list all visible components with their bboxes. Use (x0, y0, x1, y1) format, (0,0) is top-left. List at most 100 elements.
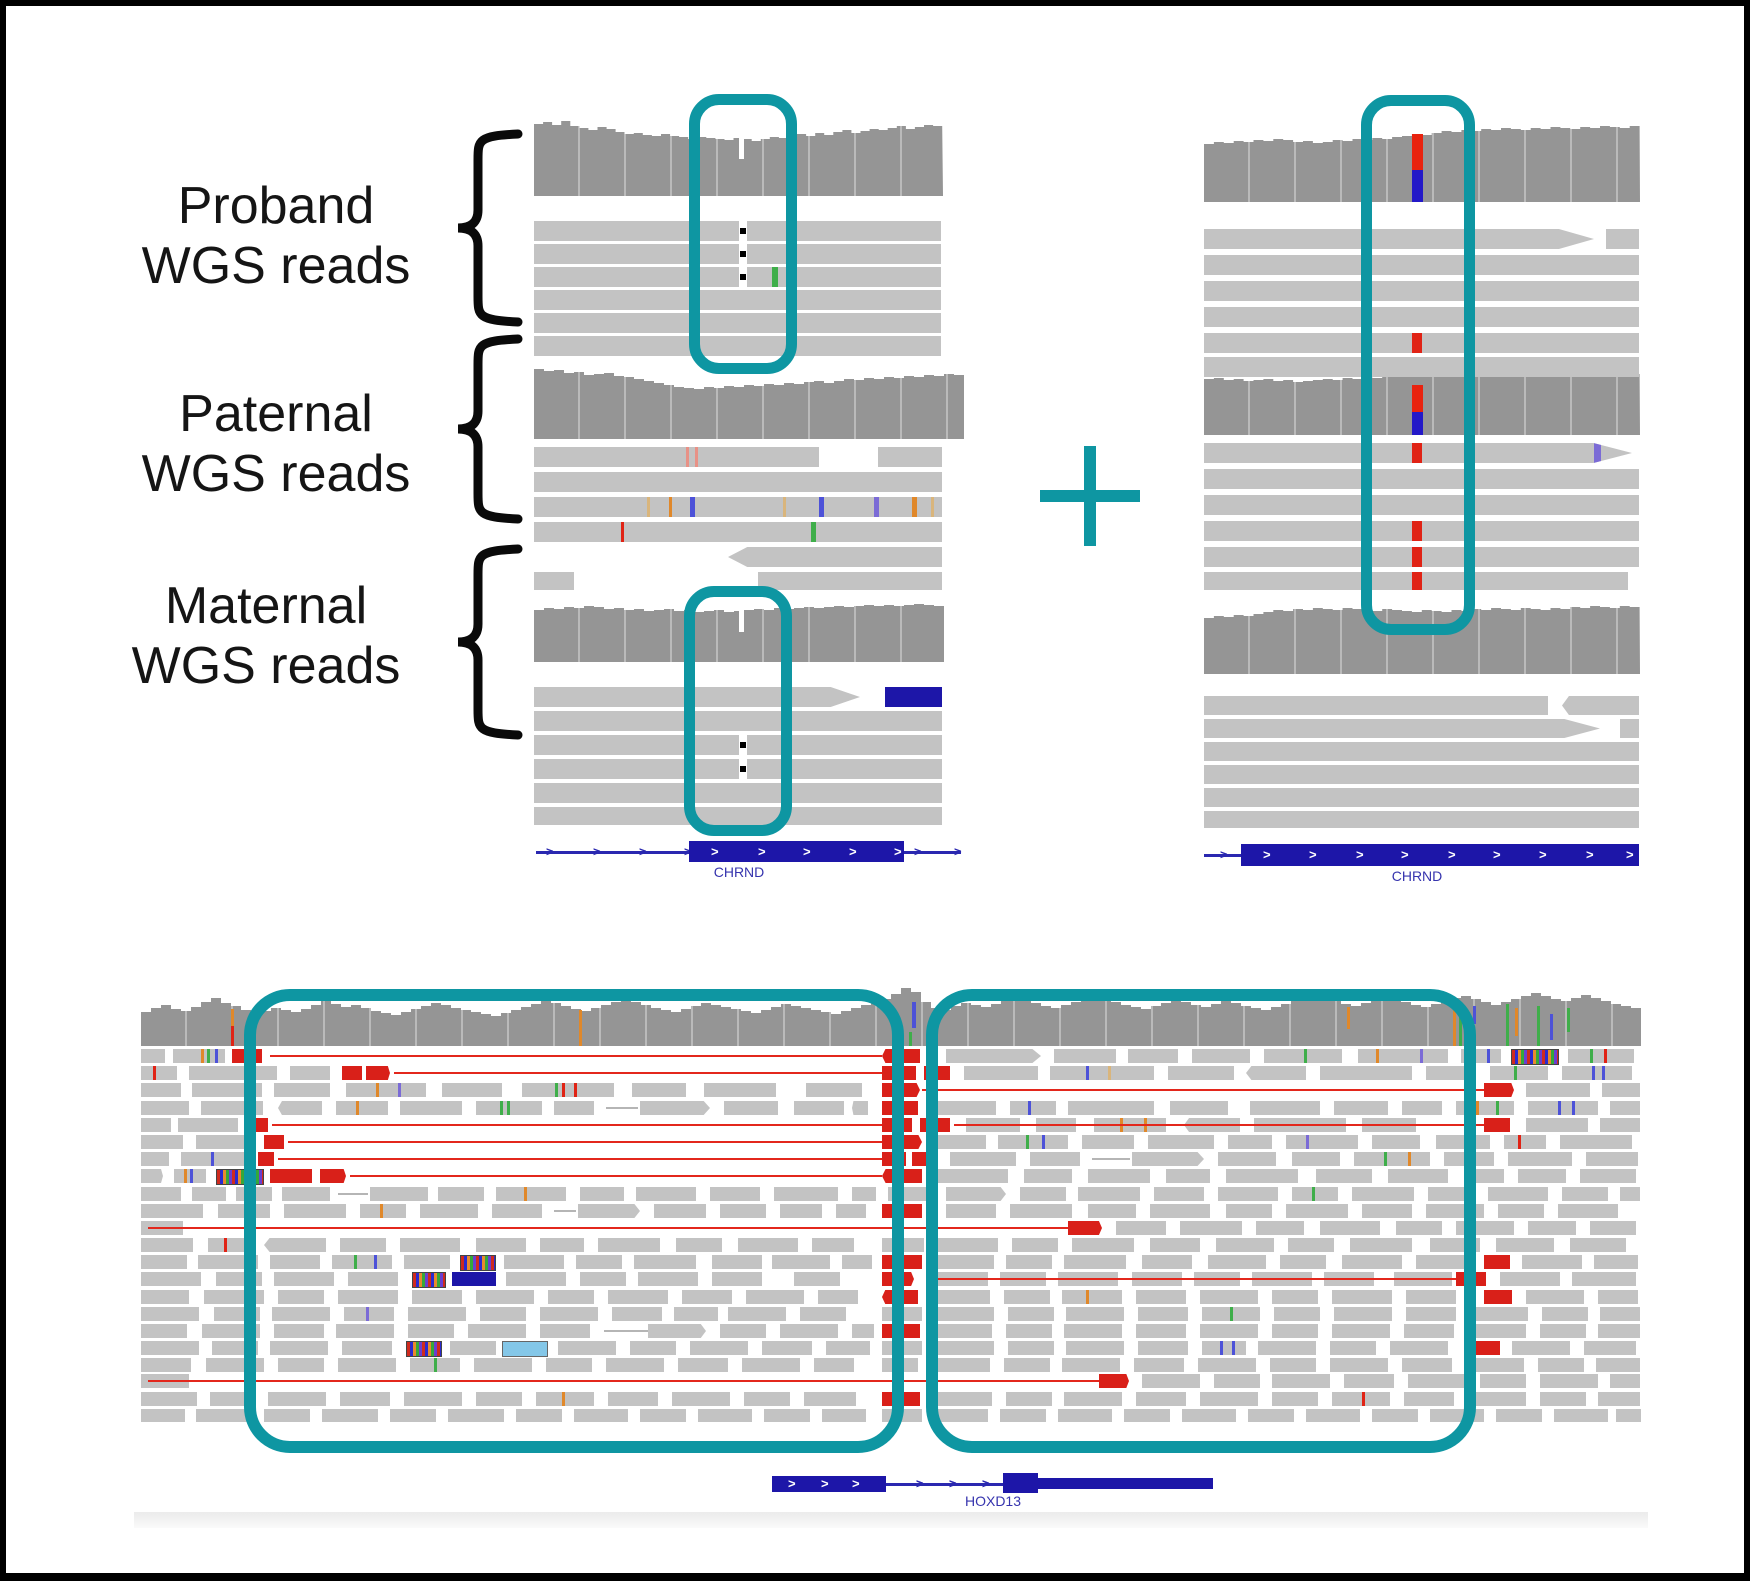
read-segment[interactable] (1072, 1238, 1134, 1252)
read-segment[interactable] (1396, 1221, 1442, 1235)
read-segment[interactable] (1286, 1135, 1358, 1149)
read-segment[interactable] (758, 572, 942, 590)
read-segment[interactable] (1280, 1255, 1326, 1269)
read-segment[interactable] (1246, 1066, 1306, 1080)
read-segment[interactable] (1228, 1135, 1272, 1149)
read-segment[interactable] (1198, 1358, 1256, 1372)
read-segment[interactable] (406, 1341, 442, 1357)
read-segment[interactable] (1150, 1204, 1210, 1218)
read-segment[interactable] (1192, 1049, 1250, 1063)
read-segment[interactable] (1320, 1066, 1412, 1080)
read-segment[interactable] (173, 1049, 225, 1063)
read-segment[interactable] (1148, 1135, 1214, 1149)
read-segment[interactable] (1508, 1152, 1572, 1166)
read-segment[interactable] (534, 290, 941, 310)
read-segment[interactable] (936, 1255, 994, 1269)
read-segment[interactable] (636, 1187, 696, 1201)
read-segment[interactable] (1436, 1135, 1490, 1149)
read-segment[interactable] (540, 1238, 584, 1252)
read-segment[interactable] (1208, 1255, 1266, 1269)
read-segment[interactable] (450, 1341, 496, 1355)
read-segment[interactable] (1204, 742, 1639, 761)
read-segment[interactable] (1226, 1204, 1272, 1218)
read-segment[interactable] (338, 1358, 396, 1372)
read-segment[interactable] (1484, 1255, 1510, 1269)
read-segment[interactable] (1480, 1374, 1526, 1388)
read-segment[interactable] (1292, 1187, 1338, 1201)
read-segment[interactable] (704, 1083, 776, 1097)
read-segment[interactable] (630, 1341, 676, 1355)
read-segment[interactable] (720, 1324, 766, 1338)
read-segment[interactable] (141, 1290, 189, 1304)
read-segment[interactable] (1286, 1204, 1348, 1218)
read-segment[interactable] (348, 1272, 398, 1286)
read-segment[interactable] (474, 1358, 532, 1372)
read-segment[interactable] (1468, 1324, 1526, 1338)
read-segment[interactable] (476, 1290, 534, 1304)
read-segment[interactable] (1154, 1187, 1204, 1201)
read-segment[interactable] (1170, 1101, 1228, 1115)
read-segment[interactable] (780, 1204, 822, 1218)
read-segment[interactable] (141, 1238, 193, 1252)
read-segment[interactable] (738, 1238, 798, 1252)
read-segment[interactable] (1058, 1409, 1112, 1422)
read-segment[interactable] (950, 1152, 1016, 1166)
read-segment[interactable] (1218, 1152, 1276, 1166)
read-segment[interactable] (964, 1066, 1038, 1080)
read-segment[interactable] (1050, 1066, 1154, 1080)
read-segment[interactable] (1272, 1374, 1330, 1388)
read-segment[interactable] (534, 221, 739, 241)
read-segment[interactable] (1128, 1049, 1178, 1063)
read-segment[interactable] (1354, 1152, 1430, 1166)
read-segment[interactable] (574, 1409, 628, 1422)
read-segment[interactable] (480, 1307, 526, 1321)
read-segment[interactable] (1616, 1409, 1641, 1422)
read-segment[interactable] (836, 1204, 866, 1218)
read-segment[interactable] (1138, 1341, 1188, 1355)
read-segment[interactable] (932, 1358, 990, 1372)
read-segment[interactable] (336, 1101, 388, 1115)
read-segment[interactable] (676, 1238, 722, 1252)
read-segment[interactable] (1496, 1238, 1554, 1252)
read-segment[interactable] (814, 1358, 854, 1372)
read-segment[interactable] (698, 1409, 752, 1422)
read-segment[interactable] (1064, 1392, 1122, 1406)
read-segment[interactable] (1204, 572, 1628, 590)
read-segment[interactable] (1598, 1392, 1640, 1406)
read-segment[interactable] (534, 687, 860, 707)
read-segment[interactable] (460, 1255, 496, 1271)
read-segment[interactable] (522, 1083, 614, 1097)
read-segment[interactable] (1332, 1324, 1390, 1338)
read-segment[interactable] (744, 1392, 790, 1406)
read-segment[interactable] (540, 1324, 590, 1338)
read-segment[interactable] (278, 1358, 324, 1372)
read-segment[interactable] (1490, 1066, 1548, 1080)
read-segment[interactable] (1332, 1290, 1392, 1304)
proband-coverage-left[interactable] (534, 119, 943, 196)
read-segment[interactable] (1204, 229, 1594, 249)
read-segment[interactable] (141, 1152, 169, 1166)
read-segment[interactable] (1000, 1409, 1046, 1422)
read-segment[interactable] (534, 711, 942, 731)
read-segment[interactable] (1334, 1307, 1392, 1321)
read-segment[interactable] (404, 1392, 462, 1406)
read-segment[interactable] (1496, 1409, 1542, 1422)
read-segment[interactable] (1426, 1066, 1474, 1080)
read-segment[interactable] (366, 1066, 390, 1080)
read-segment[interactable] (1066, 1307, 1124, 1321)
read-segment[interactable] (178, 1118, 238, 1132)
read-segment[interactable] (1204, 719, 1600, 738)
read-segment[interactable] (728, 1307, 786, 1321)
read-segment[interactable] (1204, 521, 1639, 541)
read-segment[interactable] (141, 1324, 187, 1338)
read-segment[interactable] (1590, 1221, 1636, 1235)
read-segment[interactable] (1200, 1290, 1258, 1304)
read-segment[interactable] (1204, 495, 1639, 515)
read-segment[interactable] (606, 1358, 664, 1372)
read-segment[interactable] (534, 336, 941, 356)
read-segment[interactable] (290, 1066, 330, 1080)
read-segment[interactable] (1142, 1374, 1200, 1388)
read-segment[interactable] (806, 1083, 862, 1097)
read-segment[interactable] (1004, 1290, 1050, 1304)
read-segment[interactable] (852, 1324, 874, 1338)
